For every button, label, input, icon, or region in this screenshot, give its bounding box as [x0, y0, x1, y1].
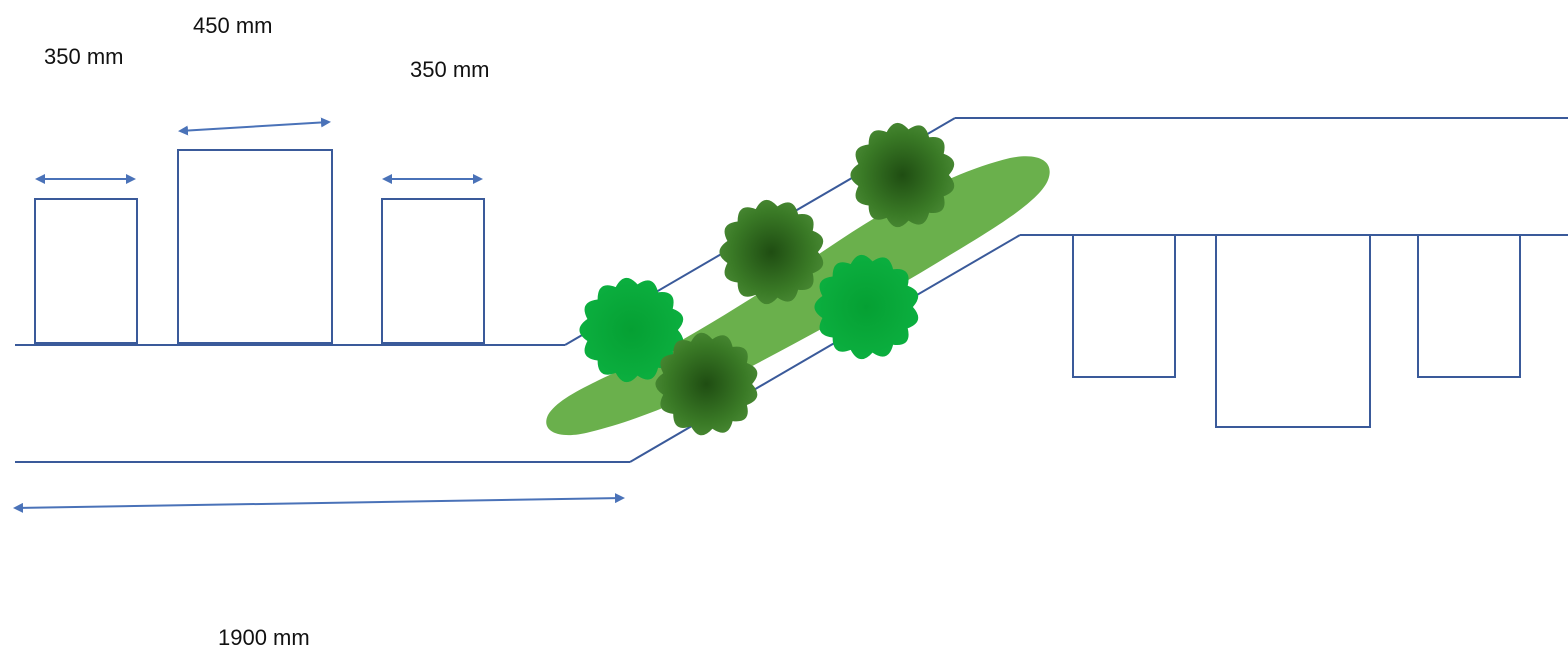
- middle-pot-width-label: 450 mm: [193, 13, 273, 38]
- middle-pot-dimension-arrow: [178, 117, 331, 136]
- path-length-dimension-arrow: [13, 493, 625, 513]
- right-small-planter-2: [1417, 234, 1521, 378]
- shrub-group: [579, 122, 955, 436]
- left-large-planter: [177, 149, 333, 344]
- shrub-bright-right: [814, 254, 919, 360]
- shrub-dark-middle: [719, 199, 824, 305]
- left-right-small-planter: [381, 198, 485, 344]
- shrub-dark-top: [850, 122, 955, 228]
- left-pot-width-label: 350 mm: [44, 44, 124, 69]
- right-small-planter-1: [1072, 234, 1176, 378]
- right-large-planter: [1215, 234, 1371, 428]
- left-small-planter: [34, 198, 138, 344]
- shrub-dark-lower: [655, 332, 758, 436]
- right-pot-width-label: 350 mm: [410, 57, 490, 82]
- shrub-bright-left: [579, 277, 684, 383]
- path-length-label: 1900 mm: [218, 625, 310, 650]
